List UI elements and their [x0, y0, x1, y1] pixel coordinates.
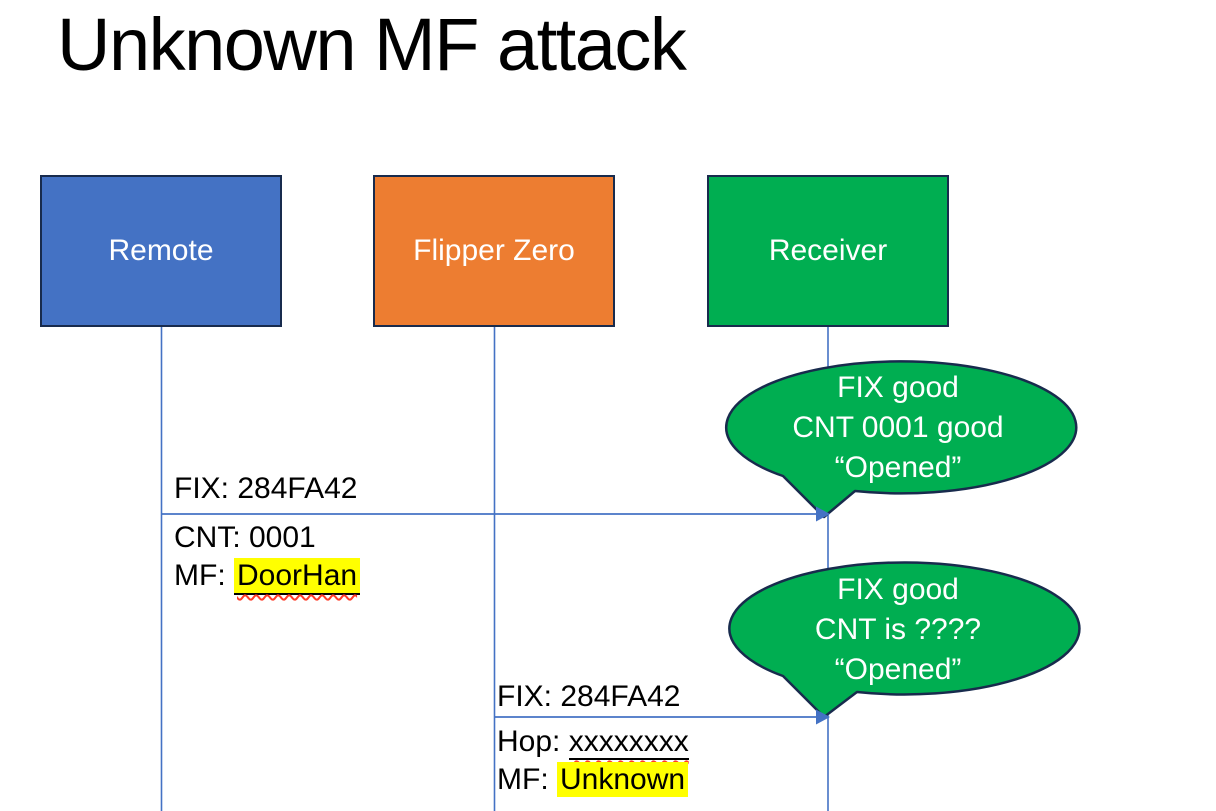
message2-mf: MF: Unknown [497, 761, 689, 799]
message1-mf-value-highlighted: DoorHan [234, 558, 361, 595]
message2-mf-value-highlighted: Unknown [557, 762, 689, 797]
callout2-line1: FIX good [837, 573, 959, 606]
actor-label-flipper-zero: Flipper Zero [413, 234, 575, 267]
callout2-line3: “Opened” [834, 653, 962, 686]
message1-above-label: FIX: 284FA42 [174, 472, 357, 506]
message2-mf-prefix: MF: [497, 763, 557, 796]
message2-hop: Hop: xxxxxxxx [497, 723, 689, 761]
callout2-line2: CNT is ???? [814, 613, 982, 646]
callout1-line2: CNT 0001 good [792, 411, 1004, 444]
callout2-text: FIX good CNT is ???? “Opened” [746, 570, 1050, 690]
arrowhead-1 [816, 506, 830, 522]
callout-bubble-1 [725, 360, 1078, 519]
callout-bubble-2 [728, 561, 1081, 719]
message1-cnt: CNT: 0001 [174, 521, 316, 554]
message1-mf: MF: DoorHan [174, 557, 361, 595]
message1-mf-prefix: MF: [174, 559, 234, 592]
message2-hop-value: xxxxxxxx [568, 725, 689, 760]
actor-box-remote: Remote [40, 175, 282, 327]
slide-title: Unknown MF attack [57, 3, 687, 86]
actor-box-receiver: Receiver [707, 175, 949, 327]
callout1-line1: FIX good [837, 371, 959, 404]
message1-below-labels: CNT: 0001 MF: DoorHan [174, 519, 361, 595]
arrow-remote-to-receiver [162, 506, 830, 522]
actor-label-receiver: Receiver [768, 234, 888, 267]
actor-box-flipper-zero: Flipper Zero [373, 175, 615, 327]
callout1-text: FIX good CNT 0001 good “Opened” [746, 368, 1050, 488]
message2-above-label: FIX: 284FA42 [497, 680, 680, 714]
message2-hop-prefix: Hop: [497, 725, 569, 758]
arrow-flipper-to-receiver [495, 709, 830, 725]
message2-below-labels: Hop: xxxxxxxx MF: Unknown [497, 723, 689, 799]
message1-fix: FIX: 284FA42 [174, 472, 358, 505]
callout1-line3: “Opened” [834, 451, 962, 484]
arrowhead-2 [816, 709, 830, 725]
actor-label-remote: Remote [108, 234, 214, 267]
message2-fix: FIX: 284FA42 [497, 680, 681, 713]
